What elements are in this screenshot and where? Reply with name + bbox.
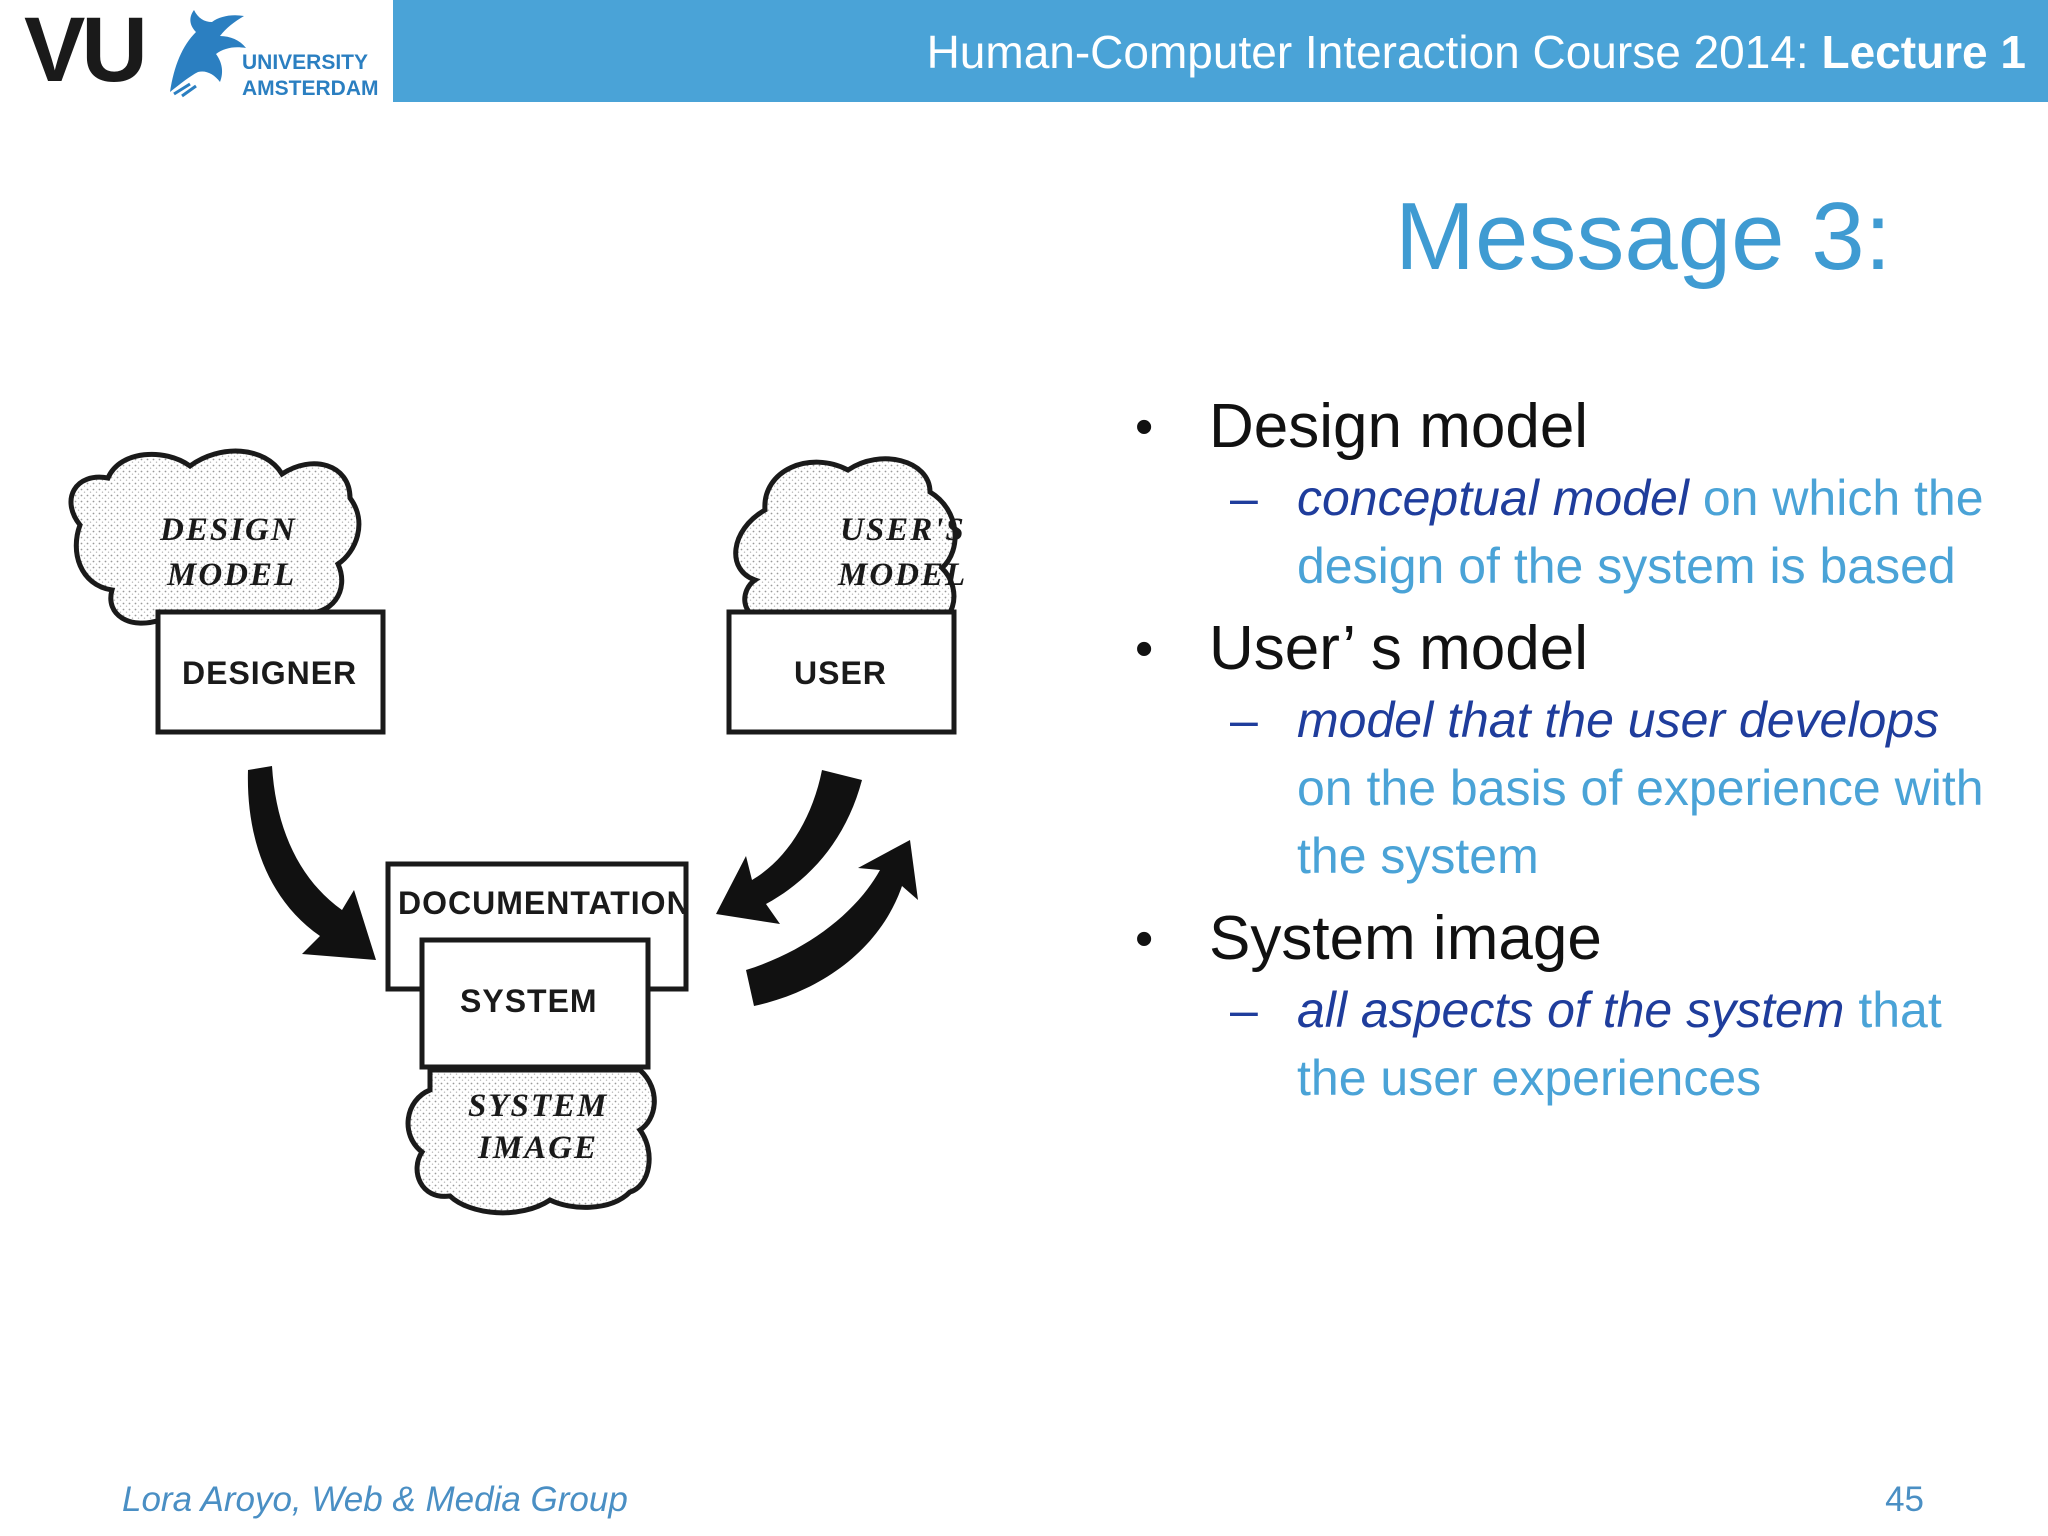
designer-to-system-arrow — [247, 766, 376, 960]
logo-city: AMSTERDAM — [242, 77, 379, 100]
university-logo: VU UNIVERSITY AMSTERDAM — [0, 0, 392, 102]
design-model-cloud — [68, 448, 362, 626]
bullet-list: • Design model – conceptual model on whi… — [1125, 390, 2005, 1124]
sub-bullet-text: on the basis of experience with the syst… — [1297, 760, 1984, 884]
users-model-cloud — [733, 456, 958, 648]
design-model-label-2: MODEL — [166, 557, 296, 593]
sub-bullet-text: on which the design of the system is bas… — [1297, 470, 1984, 594]
logo-text: UNIVERSITY AMSTERDAM — [242, 50, 379, 102]
sub-bullet-system-image: – all aspects of the system that the use… — [1125, 976, 2005, 1112]
documentation-label: DOCUMENTATION — [398, 885, 691, 921]
design-model-label-1: DESIGN — [159, 512, 297, 548]
page-number: 45 — [1885, 1480, 1924, 1519]
bullet-symbol: • — [1135, 910, 1154, 968]
footer-author: Lora Aroyo, Web & Media Group — [122, 1480, 628, 1519]
bullet-design-model: • Design model — [1125, 390, 2005, 464]
course-title: Human-Computer Interaction Course 2014: … — [927, 24, 2026, 80]
sub-bullet-emphasis: all aspects of the system — [1297, 982, 1845, 1038]
mental-models-diagram: DESIGN MODEL DESIGNER USER'S MODEL USER … — [50, 440, 1060, 1220]
logo-letters: VU — [24, 0, 148, 101]
sub-bullet-dash: – — [1230, 982, 1258, 1038]
bullet-heading: System image — [1209, 904, 1602, 973]
diagram-svg: DESIGN MODEL DESIGNER USER'S MODEL USER … — [68, 448, 967, 1216]
system-image-cloud — [405, 1067, 657, 1216]
bullet-heading: User’ s model — [1209, 614, 1588, 683]
bullet-system-image: • System image — [1125, 902, 2005, 976]
system-to-user-arrow — [746, 840, 918, 1006]
sub-bullet-emphasis: model that the user develops — [1297, 692, 1940, 748]
system-box — [419, 937, 651, 1070]
bullet-heading: Design model — [1209, 392, 1589, 461]
course-name: Human-Computer Interaction Course 2014: — [926, 26, 1822, 78]
user-label: USER — [794, 655, 887, 691]
sub-bullet-dash: – — [1230, 470, 1258, 526]
system-image-label-2: IMAGE — [477, 1130, 598, 1166]
system-image-label-1: SYSTEM — [468, 1088, 608, 1124]
logo-university: UNIVERSITY — [242, 51, 369, 74]
user-to-documentation-arrow — [716, 770, 862, 924]
griffin-icon — [170, 10, 246, 98]
designer-label: DESIGNER — [182, 655, 357, 691]
users-model-label-1: USER'S — [840, 512, 966, 548]
bullet-users-model: • User’ s model — [1125, 612, 2005, 686]
designer-box — [155, 609, 386, 735]
sub-bullet-text: that the user experiences — [1297, 982, 1942, 1106]
sub-bullet-design-model: – conceptual model on which the design o… — [1125, 464, 2005, 600]
sub-bullet-dash: – — [1230, 692, 1258, 748]
sub-bullet-users-model: – model that the user develops on the ba… — [1125, 686, 2005, 890]
page-title: Message 3: — [1395, 183, 1892, 290]
lecture-label: Lecture 1 — [1821, 26, 2026, 78]
users-model-label-2: MODEL — [837, 557, 967, 593]
bullet-symbol: • — [1135, 398, 1154, 456]
user-box — [726, 609, 957, 735]
bullet-symbol: • — [1135, 620, 1154, 678]
system-label: SYSTEM — [460, 983, 598, 1019]
header-bar: Human-Computer Interaction Course 2014: … — [393, 0, 2048, 102]
sub-bullet-emphasis: conceptual model — [1297, 470, 1689, 526]
